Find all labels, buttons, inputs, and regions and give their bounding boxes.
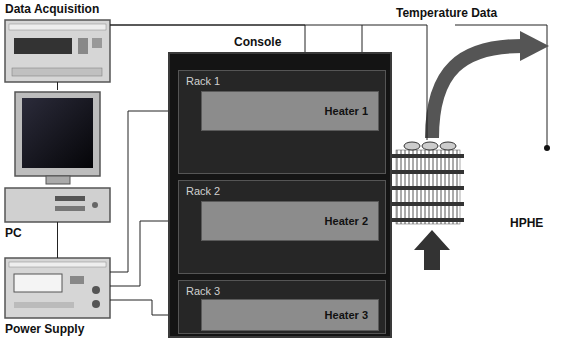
- inlet-arrow: [414, 230, 450, 270]
- device-label: HPHE: [510, 216, 543, 230]
- rack-label: Rack 3: [186, 284, 220, 298]
- device-label: Data Acquisition: [5, 2, 99, 16]
- heater-label: Heater 1: [325, 104, 368, 118]
- daq-unit: Data Acquisition: [5, 20, 110, 82]
- outlet-arrow-head: [520, 31, 549, 61]
- rack-box: Rack 2 Heater 2: [178, 180, 386, 274]
- heater-box: Heater 2: [201, 201, 379, 241]
- rack-label: Rack 2: [186, 184, 220, 198]
- signal-label: Temperature Data: [396, 6, 497, 20]
- wire: [57, 82, 58, 90]
- console-box: ConsoleRack 1Heater 1Rack 2Heater 2Rack …: [168, 52, 392, 338]
- device-label: Console: [234, 35, 281, 49]
- device-label: Power Supply: [5, 322, 84, 336]
- wire: [57, 222, 58, 258]
- power-supply-device: [5, 258, 110, 318]
- heat-exchanger: [392, 142, 464, 224]
- power-supply-unit: Power Supply: [5, 258, 110, 318]
- outlet-arrow: [432, 46, 522, 138]
- device-label: PC: [5, 226, 22, 240]
- heater-label: Heater 2: [325, 214, 368, 228]
- heater-box: Heater 1: [201, 91, 379, 131]
- pc-computer: [5, 92, 110, 222]
- daq-device: [5, 20, 110, 82]
- hphe-unit: HPHE: [394, 140, 464, 226]
- wire: [110, 25, 305, 52]
- rack-label: Rack 1: [186, 74, 220, 88]
- rack-box: Rack 3 Heater 3: [178, 280, 386, 334]
- pc-unit: PC: [5, 90, 110, 222]
- sensor-dot: [544, 145, 550, 151]
- heater-box: Heater 3: [201, 299, 379, 331]
- rack-box: Rack 1 Heater 1: [178, 70, 386, 174]
- heater-label: Heater 3: [325, 308, 368, 322]
